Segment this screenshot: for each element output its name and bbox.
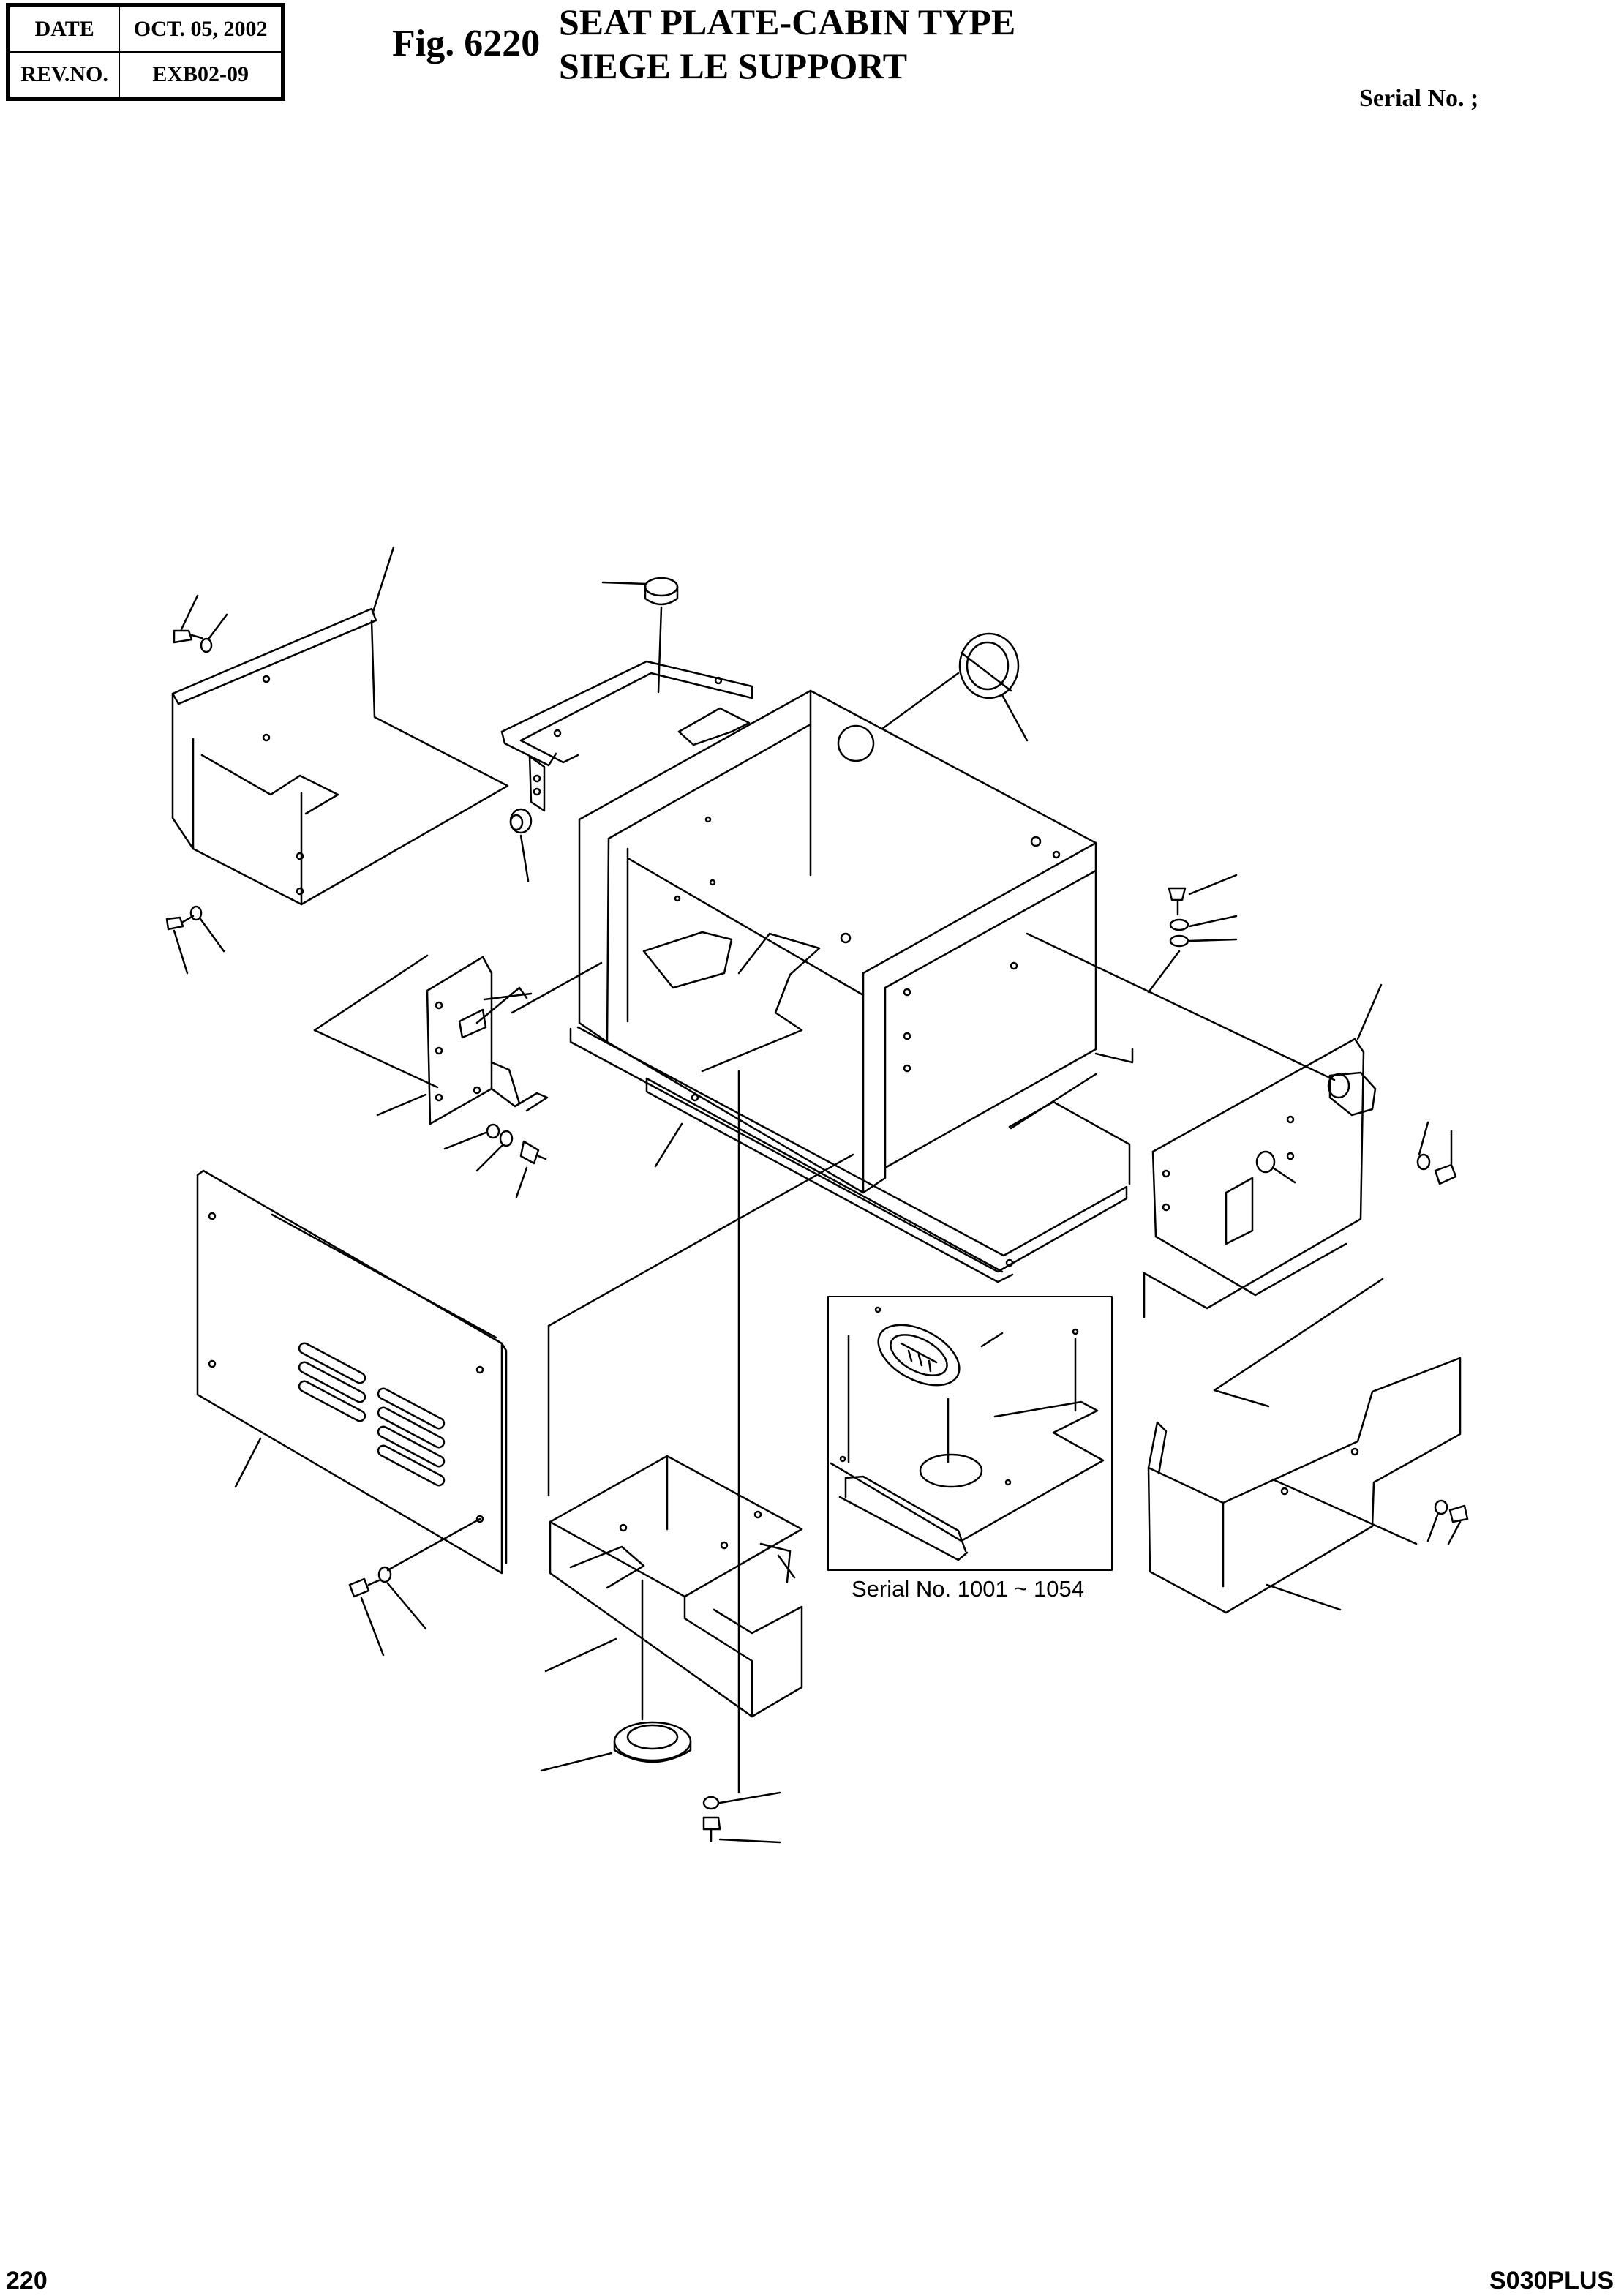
- louvered-side-panel: [196, 1153, 854, 1575]
- bolt-bottom-center: [702, 1070, 781, 1844]
- right-side-plate: [1026, 932, 1383, 1318]
- page-number: 220: [6, 2267, 48, 2295]
- bolt-top-left: [173, 594, 228, 653]
- serial-number-label: Serial No. ;: [1359, 85, 1479, 112]
- bolt-right-lower: [1426, 1499, 1469, 1545]
- model-code: S030PLUS: [1489, 2267, 1614, 2295]
- bottom-base-plate: [569, 1026, 1134, 1283]
- small-bushing: [509, 808, 533, 882]
- date-value: OCT. 05, 2002: [119, 6, 282, 53]
- rubber-grommet-ring: [881, 632, 1029, 742]
- title-line-2: SIEGE LE SUPPORT: [559, 45, 908, 86]
- bolt-bottom-left: [348, 1566, 427, 1657]
- revision-info-table: DATE OCT. 05, 2002 REV.NO. EXB02-09: [8, 6, 282, 98]
- date-label: DATE: [8, 6, 121, 53]
- bolt-right-upper: [1147, 874, 1238, 994]
- left-mount-bracket: [313, 954, 603, 1125]
- bolt-right-middle: [1416, 1121, 1457, 1185]
- figure-number: Fig. 6220: [392, 23, 541, 64]
- lower-ring-grommet: [540, 1579, 692, 1772]
- bolt-left-lower: [443, 1123, 547, 1198]
- main-seat-frame: [578, 689, 1097, 1194]
- left-upper-cover: [171, 546, 509, 906]
- revision-info-box: DATE OCT. 05, 2002 REV.NO. EXB02-09: [6, 3, 285, 101]
- upper-bracket: [500, 660, 753, 812]
- rev-value: EXB02-09: [119, 51, 282, 98]
- inset-detail: [827, 1296, 1113, 1571]
- top-grommet: [601, 577, 679, 694]
- inset-serial-caption: Serial No. 1001 ~ 1054: [852, 1576, 1084, 1602]
- page-title: SEAT PLATE-CABIN TYPE SIEGE LE SUPPORT: [559, 0, 1015, 88]
- right-lower-cover: [1147, 1278, 1462, 1614]
- title-line-1: SEAT PLATE-CABIN TYPE: [559, 1, 1016, 42]
- rev-label: REV.NO.: [8, 51, 121, 98]
- lower-storage-box: [544, 1455, 803, 1718]
- bolt-left-middle: [165, 905, 225, 975]
